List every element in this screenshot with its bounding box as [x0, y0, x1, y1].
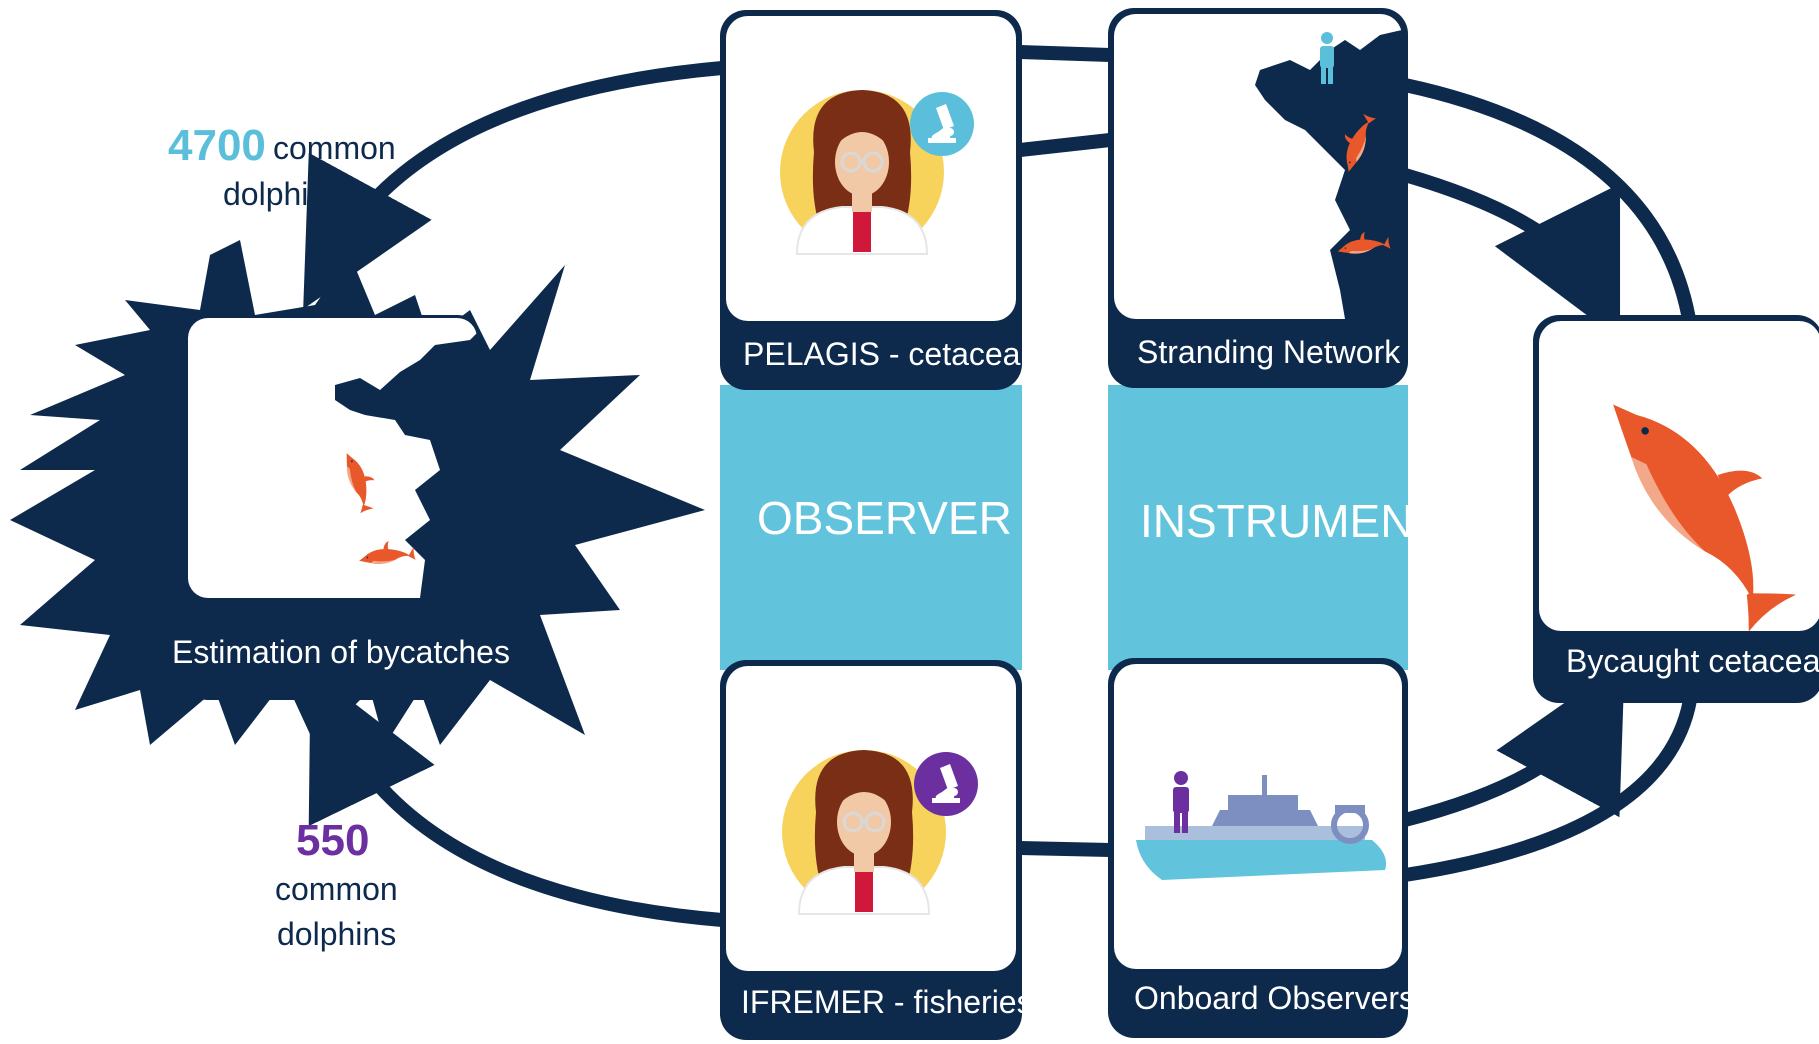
stat-bottom-line2: dolphins: [277, 916, 396, 952]
arrow-ifremer-to-estimation: [308, 669, 723, 927]
person-icon: [1173, 771, 1189, 833]
link-top-inner: [1019, 133, 1111, 157]
arrow-stranding-to-bycaught-inner: [1403, 168, 1621, 341]
ifremer-card: IFREMER - fisheries: [720, 660, 1033, 1040]
instrument-band: [1108, 385, 1408, 670]
person-icon: [1320, 32, 1334, 84]
pelagis-label: PELAGIS - cetaceans: [743, 336, 1054, 372]
pelagis-card: PELAGIS - cetaceans: [720, 10, 1054, 390]
onboard-card: Onboard Observers: [1108, 658, 1415, 1038]
stat-bottom-number: 550: [296, 816, 369, 865]
ifremer-label: IFREMER - fisheries: [741, 984, 1033, 1020]
stat-top: 4700 common dolphins: [168, 121, 396, 212]
bycaught-card: Bycaught cetaceans: [1533, 315, 1819, 703]
connector-arrows: [303, 45, 1697, 927]
arrow-onboard-to-bycaught-inner: [1403, 660, 1625, 827]
arrow-onboard-to-bycaught: [1403, 698, 1697, 882]
bycaught-label: Bycaught cetaceans: [1566, 643, 1819, 679]
stranding-card: Stranding Network: [1108, 8, 1408, 388]
arrow-pelagis-to-estimation: [303, 61, 723, 310]
stat-top-number: 4700: [168, 121, 266, 170]
arrow-stranding-to-bycaught: [1403, 78, 1697, 327]
link-top-outer: [1019, 45, 1111, 62]
estimation-label: Estimation of bycatches: [172, 634, 510, 670]
coastline-map-icon: [335, 330, 480, 598]
stranding-label: Stranding Network: [1137, 334, 1401, 370]
stat-top-line1: common: [273, 130, 396, 166]
stat-bottom-line1: common: [275, 871, 398, 907]
instrument-label: INSTRUMENT: [1140, 495, 1442, 547]
estimation-node: Estimation of bycatches: [10, 240, 705, 745]
observer-band: [720, 385, 1022, 670]
stat-bottom: 550 common dolphins: [275, 816, 398, 952]
fishing-boat-icon: [1136, 775, 1387, 880]
link-bottom-outer: [1019, 841, 1111, 857]
stat-top-line2: dolphins: [223, 176, 342, 212]
observer-label: OBSERVER: [757, 492, 1012, 544]
onboard-label: Onboard Observers: [1134, 980, 1415, 1016]
